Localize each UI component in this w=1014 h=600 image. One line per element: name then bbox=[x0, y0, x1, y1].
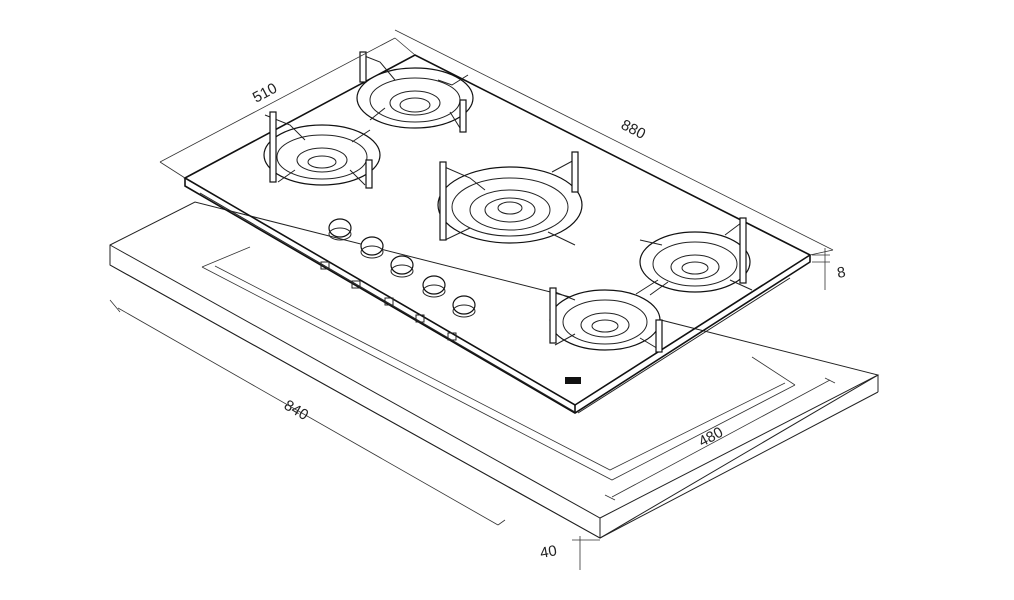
burner-left bbox=[263, 111, 381, 189]
dim-label-880: 880 bbox=[618, 116, 648, 143]
dim-label-8: 8 bbox=[836, 264, 847, 282]
knob-3[interactable] bbox=[390, 255, 414, 278]
knob-2[interactable] bbox=[360, 236, 384, 259]
control-knobs bbox=[320, 218, 476, 341]
dimension-lines bbox=[109, 29, 836, 570]
dim-label-40: 40 bbox=[539, 542, 558, 562]
dim-label-480: 480 bbox=[696, 424, 726, 451]
burner-back-right bbox=[639, 217, 753, 296]
knob-4[interactable] bbox=[422, 275, 446, 298]
dim-label-840: 840 bbox=[281, 397, 311, 424]
knob-5[interactable] bbox=[452, 295, 476, 318]
burner-back-left bbox=[356, 51, 474, 133]
burner-front-right bbox=[549, 279, 663, 353]
countertop bbox=[109, 201, 880, 539]
burner-center-wok bbox=[437, 151, 583, 246]
knob-1[interactable] bbox=[328, 218, 352, 241]
dim-label-510: 510 bbox=[250, 80, 280, 107]
brand-logo bbox=[565, 377, 581, 384]
